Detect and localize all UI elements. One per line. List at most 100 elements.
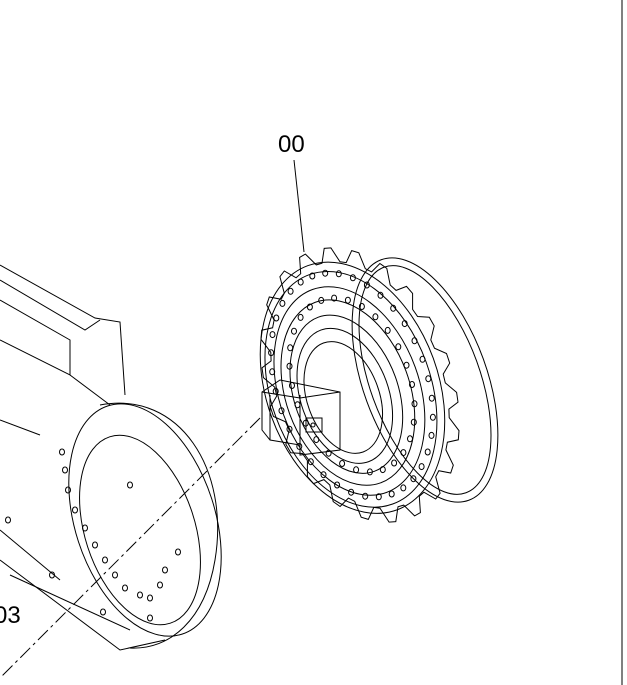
bolt-hole bbox=[286, 425, 293, 433]
bolt-hole bbox=[286, 362, 293, 370]
frame-bolt-hole bbox=[122, 584, 128, 592]
bolt-hole bbox=[401, 320, 408, 328]
bolt-hole bbox=[425, 375, 432, 383]
sprocket-teeth bbox=[260, 247, 460, 523]
bolt-hole bbox=[424, 448, 431, 456]
rear-ring-inner bbox=[358, 265, 492, 495]
bolt-hole bbox=[419, 355, 426, 363]
bolt-hole bbox=[287, 344, 294, 352]
center-axis-line bbox=[0, 417, 261, 679]
bolt-hole bbox=[428, 431, 435, 439]
bolt-hole bbox=[375, 493, 382, 501]
frame-bolt-hole bbox=[137, 591, 143, 599]
bolt-hole bbox=[322, 269, 329, 277]
hub-ring bbox=[273, 286, 426, 496]
bolt-hole bbox=[296, 442, 303, 450]
hub-ring bbox=[259, 261, 446, 514]
bolt-hole bbox=[395, 343, 402, 351]
bolt-hole bbox=[384, 326, 391, 334]
bolt-hole bbox=[335, 270, 342, 278]
frame-bolt-hole bbox=[102, 556, 108, 564]
bolt-hole bbox=[339, 460, 346, 467]
bolt-hole bbox=[297, 278, 304, 286]
bolt-hole bbox=[400, 449, 407, 457]
bolt-hole bbox=[269, 331, 276, 339]
motor-port-plug bbox=[310, 422, 316, 428]
frame-bolt-hole bbox=[65, 486, 71, 494]
bolt-hole bbox=[268, 349, 275, 357]
bolt-hole bbox=[411, 337, 418, 345]
bolt-hole bbox=[309, 272, 316, 280]
bolt-hole bbox=[418, 463, 425, 471]
bolt-hole bbox=[325, 449, 332, 457]
bolt-hole bbox=[307, 458, 314, 466]
bolt-hole bbox=[429, 413, 436, 421]
bolt-hole bbox=[313, 436, 320, 444]
frame-bolt-hole bbox=[175, 548, 181, 556]
bolt-hole bbox=[297, 313, 304, 321]
bolt-hole bbox=[287, 287, 294, 295]
bolt-hole bbox=[411, 400, 418, 408]
bolt-hole bbox=[349, 274, 356, 282]
hub-ring bbox=[303, 341, 383, 454]
hub-ring bbox=[296, 327, 394, 464]
callout-label-03[interactable]: 03 bbox=[0, 602, 21, 629]
hub-ring bbox=[264, 270, 438, 508]
frame-bolt-hole bbox=[82, 524, 88, 532]
bolt-hole bbox=[379, 466, 386, 474]
hub-ring bbox=[289, 314, 404, 474]
bolt-hole bbox=[279, 299, 286, 307]
motor-port bbox=[305, 417, 323, 433]
bolt-hole bbox=[348, 488, 355, 496]
bolt-hole bbox=[273, 314, 280, 322]
bolt-hole bbox=[363, 281, 370, 289]
bolt-hole bbox=[289, 382, 295, 389]
frame-bolt-hole bbox=[5, 516, 11, 524]
bolt-hole bbox=[403, 361, 410, 369]
bolt-hole bbox=[410, 418, 417, 426]
bolt-hole bbox=[409, 381, 415, 388]
bolt-hole bbox=[391, 459, 398, 467]
bolt-hole bbox=[358, 303, 365, 310]
frame-bolt-hole bbox=[72, 506, 78, 514]
frame-bolt-hole bbox=[92, 541, 98, 549]
callout-label-00[interactable]: 00 bbox=[278, 131, 305, 158]
frame-bolt-hole bbox=[100, 608, 106, 616]
bolt-hole bbox=[390, 304, 397, 312]
frame-bolt-hole bbox=[59, 448, 65, 456]
frame-bolt-hole bbox=[157, 581, 163, 589]
frame-bolt-hole bbox=[147, 614, 153, 622]
bolt-hole bbox=[334, 481, 341, 489]
bolt-hole bbox=[410, 475, 417, 483]
rear-ring bbox=[351, 257, 499, 503]
bolt-hole bbox=[269, 368, 276, 376]
sprocket-assembly bbox=[259, 247, 499, 523]
frame-bolt-hole bbox=[49, 571, 55, 579]
bolt-hole bbox=[400, 484, 407, 492]
bolt-hole bbox=[353, 466, 360, 474]
frame-bolt-hole bbox=[127, 481, 133, 489]
frame-bolt-hole bbox=[147, 594, 153, 602]
bolt-hole bbox=[372, 313, 379, 321]
bolt-hole bbox=[428, 394, 435, 402]
hydraulic-motor-block bbox=[261, 379, 341, 456]
bolt-hole bbox=[320, 471, 327, 479]
bolt-hole bbox=[291, 327, 297, 335]
motor-block-edges bbox=[261, 391, 341, 445]
bolt-hole bbox=[388, 490, 395, 498]
bolt-hole bbox=[407, 435, 413, 443]
bolt-hole bbox=[366, 468, 373, 476]
frame-bolt-hole bbox=[62, 466, 68, 474]
hub-ring bbox=[280, 299, 416, 486]
bolt-hole bbox=[306, 303, 313, 311]
bolt-hole bbox=[294, 401, 301, 409]
bolt-hole bbox=[362, 492, 369, 500]
track-frame bbox=[0, 264, 222, 651]
frame-bolt-hole bbox=[112, 571, 118, 579]
bolt-hole bbox=[318, 296, 325, 304]
leader-line-00 bbox=[293, 159, 305, 253]
bolt-hole bbox=[377, 291, 384, 299]
bolt-hole bbox=[278, 407, 285, 415]
bolt-hole bbox=[331, 294, 338, 302]
